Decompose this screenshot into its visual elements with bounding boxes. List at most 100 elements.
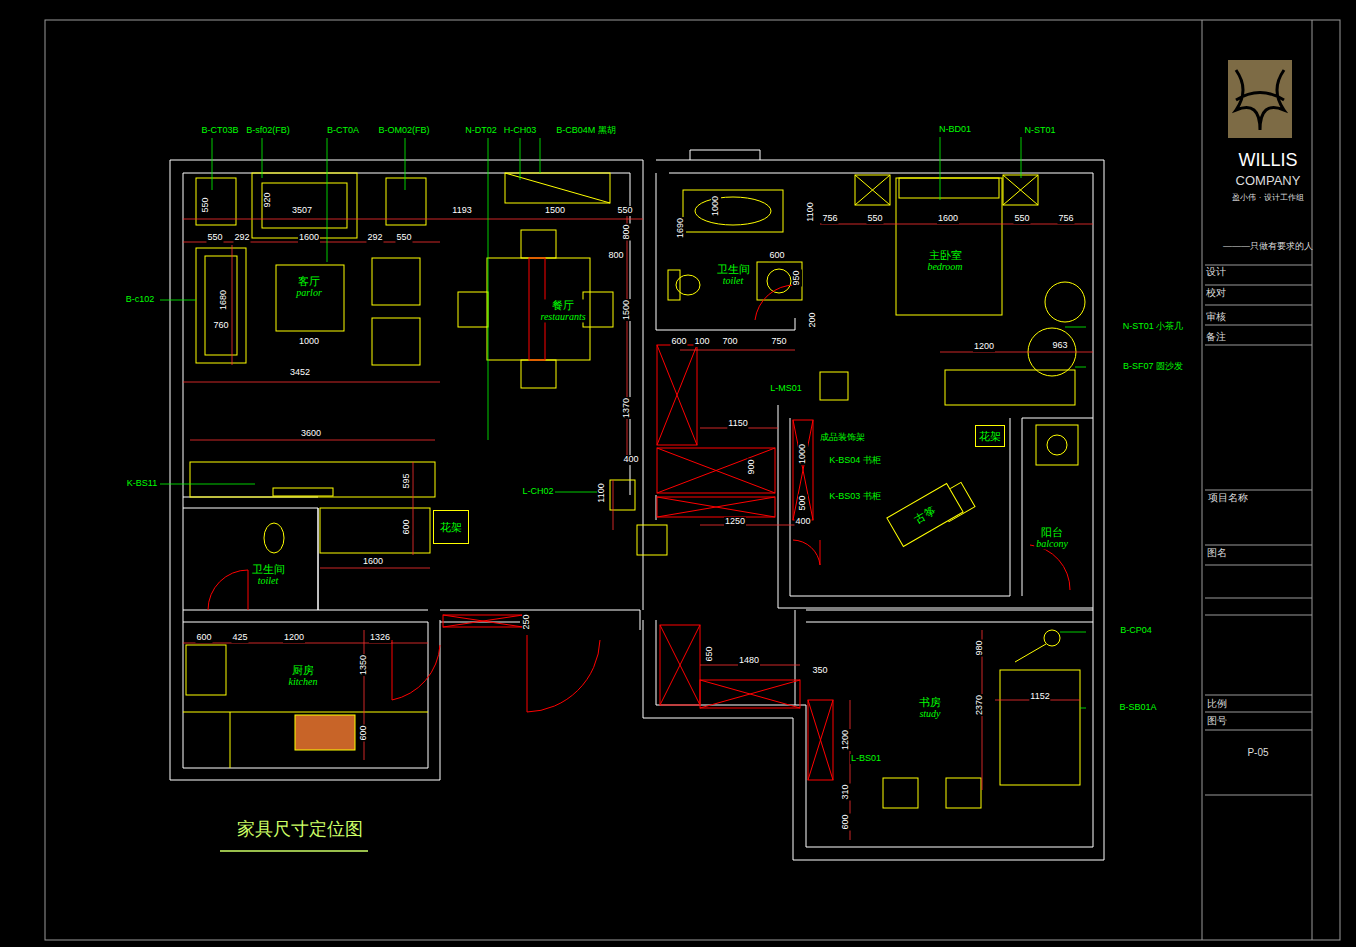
dimension: 550: [1013, 214, 1030, 224]
wardrobes: [208, 258, 1070, 780]
dimension: 425: [231, 633, 248, 643]
dimension: 1000: [798, 443, 808, 465]
dimension: 700: [721, 337, 738, 347]
room-name: 古筝: [912, 504, 937, 525]
room-name: 餐厅: [540, 299, 585, 311]
dimension: 800: [607, 251, 624, 261]
dimension: 1250: [724, 517, 746, 527]
part-code: B-SB01A: [1118, 703, 1157, 713]
room-label: 主卧室bedroom: [925, 249, 964, 272]
dimension: 350: [811, 666, 828, 676]
dimension: 550: [206, 233, 223, 243]
dimension: 1500: [622, 299, 632, 321]
part-code: K-BS11: [126, 479, 158, 489]
dimension: 3507: [291, 206, 313, 216]
room-label: 卫生间toilet: [250, 563, 287, 586]
dimension: 1500: [544, 206, 566, 216]
room-name: 客厅: [296, 275, 322, 287]
part-code: N-BD01: [938, 125, 972, 135]
room-name: toilet: [252, 576, 285, 587]
walls: [170, 150, 1104, 860]
part-code: L-BS01: [850, 754, 882, 764]
title-block-text: 审核: [1205, 311, 1227, 322]
room-name: toilet: [717, 276, 750, 287]
dimension: 980: [975, 639, 985, 656]
dimension: 1000: [298, 337, 320, 347]
room-name: 卫生间: [252, 563, 285, 575]
dimension: 400: [794, 517, 811, 527]
dimension: 963: [1051, 341, 1068, 351]
title-block-text: 盈小伟 · 设计工作组: [1231, 194, 1304, 203]
part-code: N-DT02: [464, 126, 498, 136]
part-code: H-CH03: [503, 126, 538, 136]
dimension: 292: [366, 233, 383, 243]
leader-lines: [160, 137, 1086, 708]
room-name: balcony: [1036, 539, 1068, 550]
title-block-text: ———只做有要求的人: [1222, 242, 1314, 252]
dimension: 595: [402, 472, 412, 489]
room-name: 厨房: [289, 664, 318, 676]
part-code: B-SF07 圆沙发: [1122, 362, 1184, 372]
dimension: 600: [841, 813, 851, 830]
dimension: 760: [212, 321, 229, 331]
part-code: B-CT03B: [200, 126, 239, 136]
title-block-text: 项目名称: [1207, 492, 1249, 503]
room-name: 花架: [979, 430, 1001, 442]
room-name: 书房: [919, 696, 941, 708]
part-code: B-c102: [125, 295, 156, 305]
title-block-text: P-05: [1246, 747, 1269, 758]
dimension: 292: [233, 233, 250, 243]
dimension: 1150: [727, 419, 748, 429]
title-block-text: 图号: [1206, 715, 1228, 726]
dimension: 1200: [841, 729, 851, 751]
dimension: 1480: [738, 656, 760, 666]
part-code: K-BS03 书柜: [828, 492, 882, 502]
room-label: 卫生间toilet: [715, 263, 752, 286]
room-name: 阳台: [1036, 526, 1068, 538]
dimension: 550: [866, 214, 883, 224]
room-name: 卫生间: [717, 263, 750, 275]
dimension: 1370: [622, 397, 632, 419]
dimension: 1200: [973, 342, 995, 352]
room-label: 餐厅restaurants: [538, 299, 587, 322]
title-block-text: 校对: [1205, 287, 1227, 298]
dimension: 3452: [289, 368, 311, 378]
part-code: B-CP04: [1119, 626, 1153, 636]
company-logo: [1228, 60, 1292, 138]
dimension-lines: [183, 210, 1093, 840]
room-name: kitchen: [289, 677, 318, 688]
room-name: parlor: [296, 288, 322, 299]
room-label: 厨房kitchen: [287, 664, 320, 687]
part-code: 成品装饰架: [819, 433, 866, 443]
furniture-box: 古筝: [886, 483, 964, 547]
dimension: 1200: [283, 633, 305, 643]
dimension: 1600: [298, 233, 320, 243]
dimension: 750: [770, 337, 787, 347]
drawing-title: 家具尺寸定位图: [237, 820, 363, 840]
room-name: 主卧室: [927, 249, 962, 261]
dimension: 250: [522, 613, 532, 630]
dimension: 500: [798, 494, 808, 511]
furniture: [183, 173, 1085, 808]
dimension: 400: [622, 455, 639, 465]
room-label: 阳台balcony: [1034, 526, 1070, 549]
room-label: 书房study: [917, 696, 943, 719]
dimension: 756: [821, 214, 838, 224]
title-block-text: 备注: [1205, 331, 1227, 342]
dimension: 900: [747, 458, 757, 475]
dimension: 3600: [300, 429, 322, 439]
dimension: 1193: [451, 206, 472, 216]
dimension: 310: [841, 783, 851, 800]
dimension: 950: [792, 269, 802, 286]
dimension: 550: [201, 196, 211, 213]
dimension: 1326: [369, 633, 391, 643]
dimension: 550: [395, 233, 412, 243]
part-code: B-OM02(FB): [377, 126, 430, 136]
furniture-box: 花架: [975, 425, 1005, 447]
dimension: 100: [693, 337, 710, 347]
room-name: 花架: [440, 521, 462, 533]
dimension: 600: [359, 724, 369, 741]
dimension: 600: [670, 337, 687, 347]
title-block-text: 设计: [1205, 266, 1227, 277]
